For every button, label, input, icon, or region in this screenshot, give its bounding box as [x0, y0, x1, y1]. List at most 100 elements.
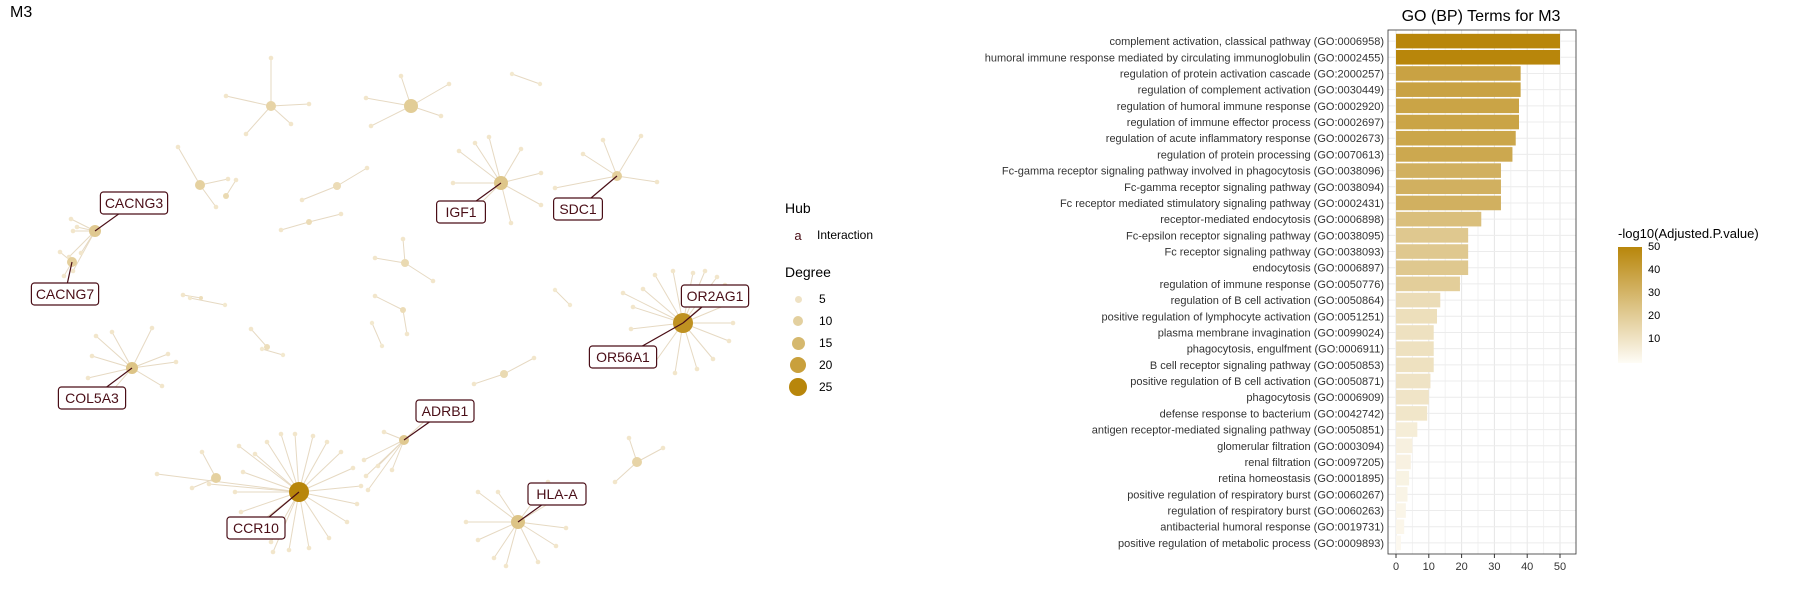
network-node: [238, 509, 244, 515]
network-node: [475, 537, 481, 543]
network-hub-node: [211, 473, 221, 483]
network-node: [74, 224, 80, 230]
category-label: regulation of B cell activation (GO:0050…: [1171, 295, 1384, 307]
network-node: [702, 268, 708, 274]
network-edge: [365, 97, 412, 107]
hub-label-box: [99, 191, 169, 215]
network-node: [243, 131, 249, 137]
network-node: [456, 148, 462, 154]
bar: [1396, 82, 1521, 97]
network-hub-node: [195, 180, 205, 190]
network-node: [626, 435, 632, 441]
network-node: [154, 471, 160, 477]
degree-legend-dot: [789, 378, 807, 396]
hub-label-box: [436, 200, 487, 224]
category-label: positive regulation of metabolic process…: [1118, 538, 1384, 550]
category-label: humoral immune response mediated by circ…: [985, 52, 1384, 64]
network-edge: [554, 175, 618, 189]
network-node: [620, 290, 626, 296]
network-node: [726, 338, 732, 344]
bar: [1396, 292, 1441, 308]
network-node: [292, 431, 298, 437]
network-node: [552, 185, 558, 191]
network-node: [471, 381, 477, 387]
network-node: [567, 302, 573, 308]
network-legend: Hub a Interaction Degree 5 10 15 20 25: [785, 200, 873, 398]
chart-category-labels: complement activation, classical pathway…: [985, 36, 1384, 550]
network-edge: [189, 297, 226, 306]
category-label: defense response to bacterium (GO:004274…: [1160, 408, 1384, 420]
category-label: retina homeostasis (GO:0001895): [1218, 473, 1384, 485]
colorbar-tick-label: 20: [1648, 310, 1661, 322]
network-node: [354, 501, 360, 507]
network-node: [264, 439, 270, 445]
network-hub-node: [266, 101, 276, 111]
network-node: [149, 325, 155, 331]
colorbar-tick-label: 40: [1648, 264, 1661, 276]
network-edge: [301, 185, 338, 201]
x-tick-label: 20: [1455, 561, 1467, 573]
x-tick-label: 50: [1554, 561, 1566, 573]
network-edge: [391, 439, 405, 471]
network-node: [628, 326, 634, 332]
network-edge: [111, 331, 133, 369]
network-node: [270, 549, 276, 555]
bar: [1396, 308, 1437, 324]
bar: [1396, 147, 1513, 162]
degree-legend-row: 20: [785, 354, 873, 376]
network-node: [236, 443, 242, 449]
network-node: [404, 331, 410, 337]
bar: [1396, 373, 1431, 389]
category-label: positive regulation of B cell activation…: [1130, 376, 1384, 388]
network-hub-node: [401, 259, 409, 267]
bar: [1396, 66, 1521, 81]
bar: [1396, 438, 1413, 454]
network-node: [165, 351, 171, 357]
network-node: [232, 489, 238, 495]
network-node: [537, 81, 543, 87]
network-edge: [95, 335, 133, 369]
hub-label-text: OR2AG1: [687, 288, 744, 304]
category-label: antigen receptor-mediated signaling path…: [1092, 425, 1384, 437]
network-node: [338, 449, 344, 455]
degree-legend-row: 25: [785, 376, 873, 398]
network-node: [690, 270, 696, 276]
bar: [1396, 503, 1406, 518]
network-node: [535, 559, 541, 565]
hub-label-text: COL5A3: [65, 390, 119, 406]
network-edge: [622, 292, 684, 324]
degree-legend-label: 5: [819, 292, 826, 306]
bar: [1396, 179, 1501, 195]
network-node: [381, 429, 387, 435]
category-label: regulation of humoral immune response (G…: [1117, 101, 1384, 113]
bar: [1396, 211, 1482, 227]
category-label: endocytosis (GO:0006897): [1253, 263, 1384, 275]
category-label: positive regulation of lymphocyte activa…: [1102, 311, 1385, 323]
network-node: [714, 274, 720, 280]
bar: [1396, 228, 1469, 243]
hub-legend-row: a Interaction: [785, 224, 873, 246]
network-edge: [363, 439, 405, 461]
network-edge: [367, 439, 405, 491]
network-node: [475, 489, 481, 495]
network-node: [660, 445, 666, 451]
hub-label-box: [415, 399, 475, 423]
network-node: [363, 95, 369, 101]
network-edge: [505, 521, 519, 567]
network-node: [438, 113, 444, 119]
degree-legend-row: 15: [785, 332, 873, 354]
network-node: [538, 170, 544, 176]
bar: [1396, 244, 1469, 259]
chart-bars: [1396, 33, 1560, 551]
network-edge: [500, 182, 542, 206]
network-node: [240, 469, 246, 475]
network-node: [326, 535, 332, 541]
hub-label-text: CACNG3: [105, 195, 164, 211]
category-label: B cell receptor signaling pathway (GO:00…: [1150, 360, 1384, 372]
network-node: [486, 134, 492, 140]
network-edge: [240, 491, 300, 513]
network-node: [446, 81, 452, 87]
category-label: regulation of complement activation (GO:…: [1138, 85, 1384, 97]
